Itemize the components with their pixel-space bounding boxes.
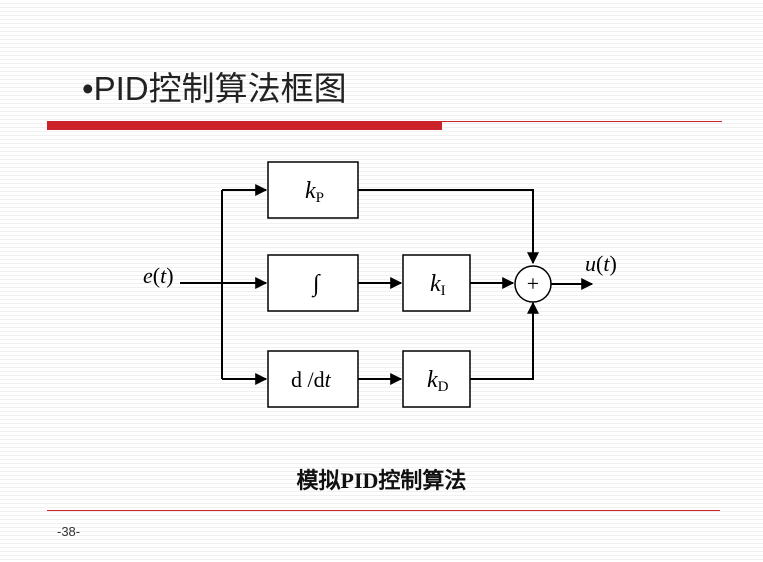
ki-block — [402, 254, 471, 312]
input-signal-label: e(t) — [143, 263, 174, 288]
page-number: -38- — [57, 524, 81, 539]
kd-to-summer-path — [470, 301, 539, 380]
title-underline-thin — [442, 121, 722, 122]
kp-label: kP — [305, 178, 324, 206]
kd-block — [402, 350, 471, 408]
summing-plus-symbol: + — [527, 271, 539, 296]
ki-label: kI — [430, 271, 446, 299]
diagram-caption: 模拟PID控制算法 — [296, 468, 467, 493]
output-signal-label: u(t) — [585, 251, 617, 276]
integral-block — [267, 254, 359, 312]
bullet-glyph: • — [82, 70, 94, 107]
slide-title: •PID控制算法框图 — [82, 62, 347, 110]
title-underline-thick — [47, 121, 442, 130]
integral-symbol: ∫ — [311, 271, 321, 298]
kp-to-summer-path — [358, 189, 539, 265]
kd-label: kD — [427, 367, 449, 395]
derivative-block — [267, 350, 359, 408]
footer-line — [47, 510, 720, 511]
derivative-label: d /dt — [291, 367, 332, 392]
slide-title-text: PID控制算法框图 — [93, 70, 347, 107]
